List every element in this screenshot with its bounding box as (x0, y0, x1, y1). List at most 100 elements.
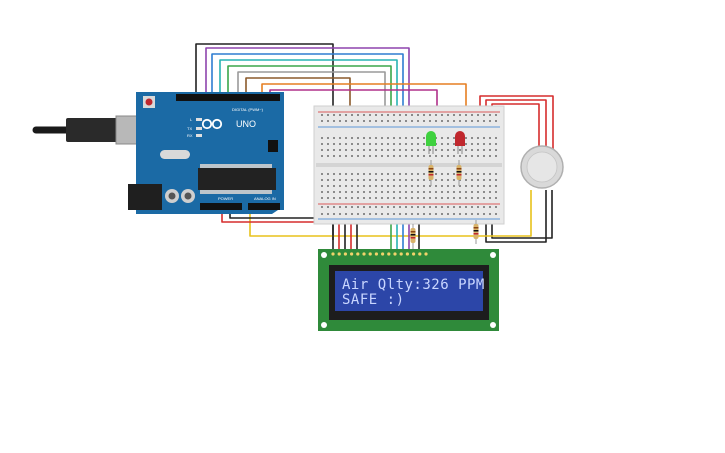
breadboard-hole (423, 120, 425, 122)
breadboard-hole (465, 179, 467, 181)
breadboard-hole (405, 185, 407, 187)
breadboard-hole (357, 179, 359, 181)
breadboard-hole (333, 155, 335, 157)
mount-hole-br (490, 322, 496, 328)
arduino-uno[interactable]: DIGITAL (PWM~) UNO L TX RX (32, 92, 284, 214)
breadboard-hole (387, 206, 389, 208)
breadboard-hole (381, 179, 383, 181)
breadboard-hole (441, 191, 443, 193)
lcd-pin (424, 252, 428, 256)
breadboard-hole (435, 120, 437, 122)
wire-black-sensor-2[interactable] (491, 190, 553, 239)
breadboard-hole (459, 114, 461, 116)
breadboard[interactable] (313, 105, 505, 225)
resistor-sensor[interactable] (473, 220, 479, 244)
breadboard-hole (453, 197, 455, 199)
breadboard-hole (447, 114, 449, 116)
resistor-lcd[interactable] (410, 224, 416, 250)
breadboard-hole (387, 149, 389, 151)
breadboard-hole (393, 179, 395, 181)
red-led-body (455, 131, 465, 146)
breadboard-hole (321, 143, 323, 145)
breadboard-hole (417, 149, 419, 151)
breadboard-hole (429, 179, 431, 181)
breadboard-hole (333, 213, 335, 215)
breadboard-hole (489, 213, 491, 215)
breadboard-hole (477, 149, 479, 151)
breadboard-hole (375, 206, 377, 208)
breadboard-hole (477, 206, 479, 208)
wire-gray-top[interactable] (237, 71, 386, 134)
breadboard-hole (465, 149, 467, 151)
breadboard-hole (321, 185, 323, 187)
green-led[interactable] (426, 131, 436, 154)
breadboard-hole (483, 206, 485, 208)
breadboard-hole (351, 137, 353, 139)
breadboard-hole (429, 149, 431, 151)
breadboard-hole (327, 155, 329, 157)
breadboard-hole (387, 213, 389, 215)
breadboard-hole (417, 137, 419, 139)
resistor-red-led[interactable] (456, 160, 462, 186)
breadboard-holes (321, 114, 497, 215)
breadboard-hole (417, 179, 419, 181)
breadboard-hole (405, 143, 407, 145)
breadboard-hole (393, 155, 395, 157)
breadboard-hole (489, 149, 491, 151)
breadboard-hole (399, 149, 401, 151)
breadboard-hole (477, 197, 479, 199)
wire-red-sensor-2[interactable] (485, 99, 547, 150)
gas-sensor[interactable] (520, 145, 564, 189)
breadboard-hole (339, 173, 341, 175)
breadboard-hole (417, 191, 419, 193)
lcd-pin (331, 252, 335, 256)
breadboard-hole (459, 155, 461, 157)
power-jack (128, 184, 162, 210)
breadboard-hole (477, 143, 479, 145)
uno-label: UNO (236, 119, 256, 129)
breadboard-hole (369, 149, 371, 151)
microcontroller-chip (198, 168, 276, 190)
red-led[interactable] (455, 131, 465, 154)
breadboard-hole (405, 114, 407, 116)
breadboard-hole (471, 137, 473, 139)
breadboard-hole (327, 143, 329, 145)
wire-black-sensor[interactable] (485, 190, 547, 243)
green-led-body (426, 131, 436, 146)
lcd-pin (412, 252, 416, 256)
capacitor-1-top (168, 192, 176, 200)
wire-red-sensor-1[interactable] (479, 95, 554, 150)
breadboard-hole (441, 120, 443, 122)
crystal-oscillator (160, 150, 190, 159)
breadboard-hole (459, 120, 461, 122)
breadboard-hole (471, 213, 473, 215)
breadboard-hole (381, 137, 383, 139)
breadboard-hole (381, 185, 383, 187)
breadboard-hole (459, 179, 461, 181)
resistor-green-led[interactable] (428, 160, 434, 186)
wire-purple-top[interactable] (205, 47, 410, 134)
breadboard-hole (393, 197, 395, 199)
wire-cyan-top[interactable] (219, 59, 398, 134)
breadboard-hole (483, 191, 485, 193)
wire-blue-top[interactable] (211, 53, 404, 134)
breadboard-hole (495, 185, 497, 187)
breadboard-hole (363, 149, 365, 151)
breadboard-hole (339, 137, 341, 139)
breadboard-hole (333, 149, 335, 151)
breadboard-hole (399, 143, 401, 145)
breadboard-hole (441, 173, 443, 175)
lcd-module[interactable]: Air Qlty:326 PPM SAFE :) (318, 249, 499, 331)
breadboard-hole (465, 143, 467, 145)
rx-led (196, 134, 202, 137)
breadboard-hole (393, 149, 395, 151)
wire-green-top[interactable] (227, 65, 392, 134)
breadboard-hole (363, 179, 365, 181)
breadboard-hole (459, 191, 461, 193)
breadboard-hole (363, 155, 365, 157)
breadboard-hole (405, 120, 407, 122)
breadboard-hole (489, 155, 491, 157)
breadboard-hole (435, 197, 437, 199)
breadboard-hole (495, 137, 497, 139)
breadboard-hole (345, 213, 347, 215)
